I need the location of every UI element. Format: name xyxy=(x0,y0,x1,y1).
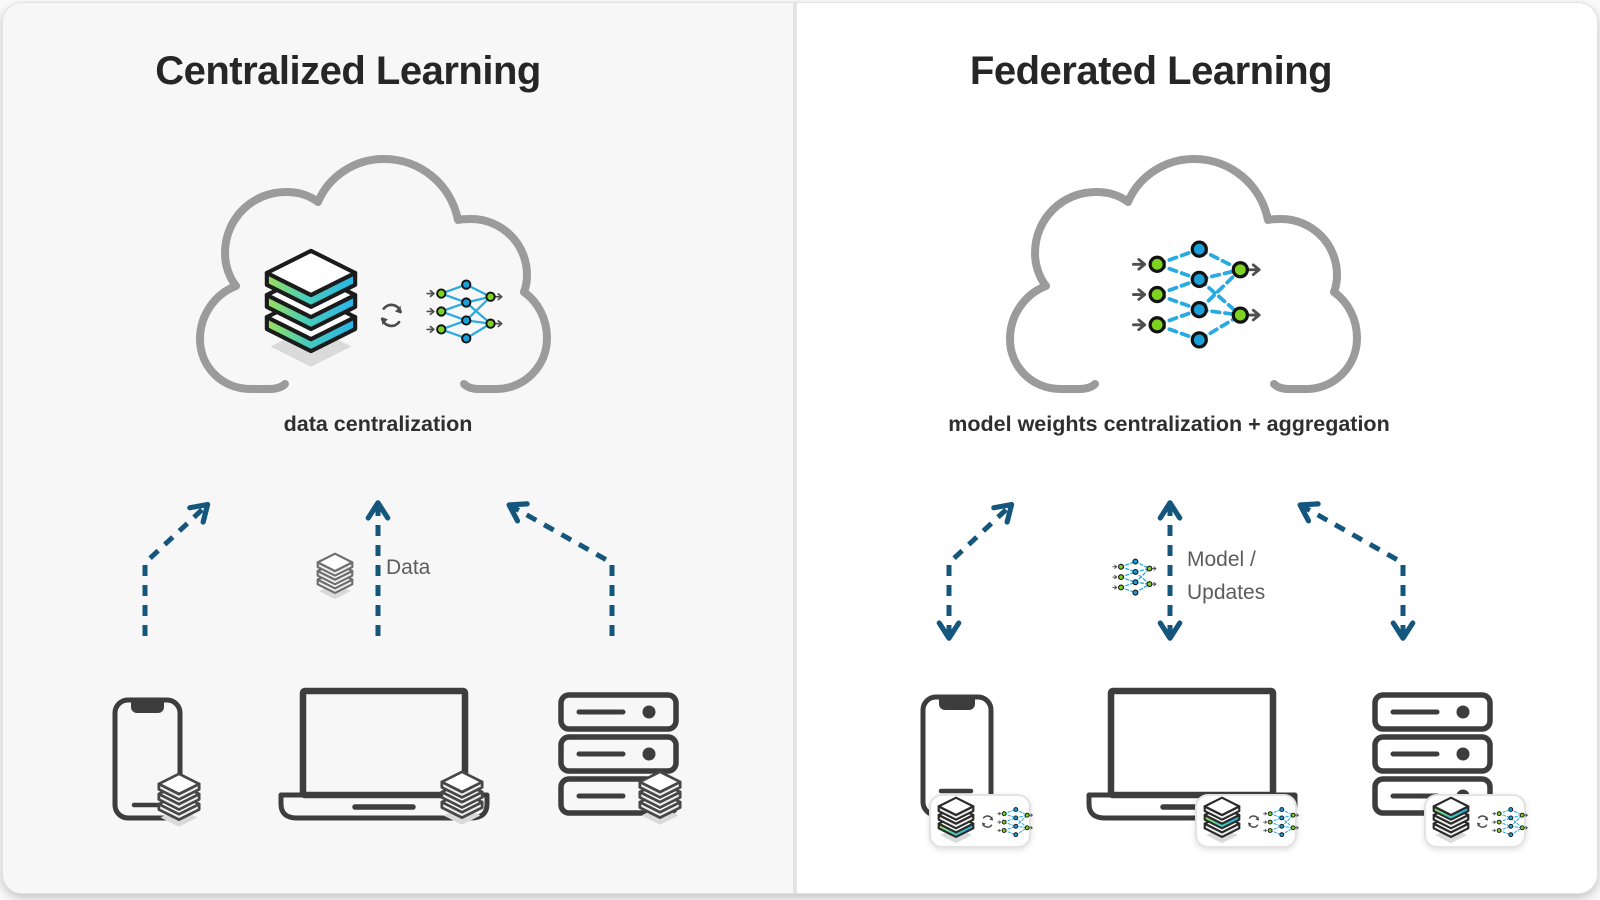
left-panel-title: Centralized Learning xyxy=(155,49,541,93)
diagram-graphics xyxy=(112,3,1528,848)
server-data-stack-icon xyxy=(640,772,680,825)
model-flow-label-line2: Updates xyxy=(1187,581,1266,604)
data-stack-icon xyxy=(267,251,355,367)
sync-icon xyxy=(380,303,403,328)
local-model-badge xyxy=(929,794,1033,848)
aggregated-neural-network-icon xyxy=(1131,240,1262,349)
model-exchange-arrow-right xyxy=(1297,501,1416,641)
data-upload-arrow-right xyxy=(506,501,615,636)
model-flow-network-icon xyxy=(1112,558,1157,596)
right-panel-title: Federated Learning xyxy=(969,49,1333,93)
data-flow-stack-icon xyxy=(318,554,353,599)
data-upload-arrow-left xyxy=(142,501,211,636)
cloud-icon xyxy=(200,159,547,389)
neural-network-icon xyxy=(426,279,503,344)
model-exchange-arrow-left xyxy=(936,501,1015,641)
local-model-badge xyxy=(1195,794,1299,848)
local-model-badge xyxy=(1424,794,1528,848)
server-icon xyxy=(558,692,679,816)
centralized-panel xyxy=(3,3,793,893)
phone-icon xyxy=(112,697,183,821)
panel-divider xyxy=(793,3,797,893)
badge-data-stack-icon xyxy=(1434,798,1469,843)
badge-data-stack-icon xyxy=(939,798,974,843)
data-flow-label: Data xyxy=(386,556,431,579)
federated-panel xyxy=(797,3,1597,893)
phone-data-stack-icon xyxy=(159,774,199,827)
right-panel-caption: model weights centralization + aggregati… xyxy=(948,412,1390,436)
laptop-data-stack-icon xyxy=(442,772,482,825)
model-flow-label-line1: Model / xyxy=(1187,548,1256,571)
left-panel-caption: data centralization xyxy=(283,412,473,436)
badge-data-stack-icon xyxy=(1205,798,1240,843)
